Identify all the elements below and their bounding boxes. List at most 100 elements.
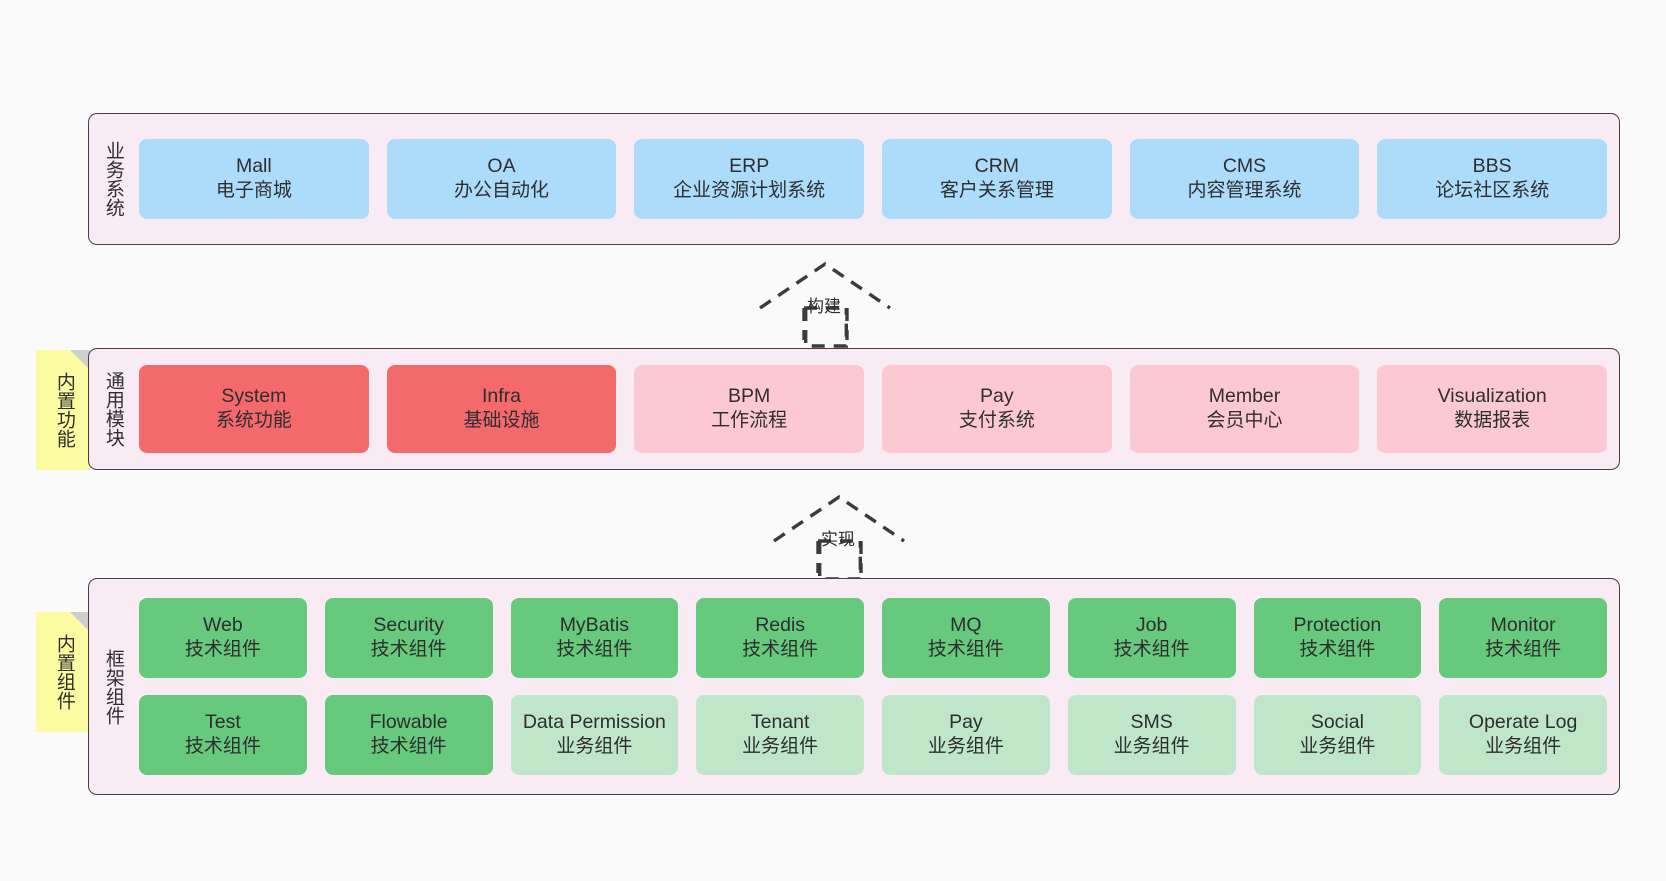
node-test-title: Test xyxy=(204,711,241,734)
node-crm[interactable]: CRM 客户关系管理 xyxy=(882,139,1112,219)
node-erp[interactable]: ERP 企业资源计划系统 xyxy=(634,139,865,219)
node-mybatis-subtitle: 技术组件 xyxy=(556,639,633,661)
node-protection[interactable]: Protection 技术组件 xyxy=(1253,598,1422,678)
layer-framework-component: 框架组件 Web 技术组件 Security 技术组件 MyBatis 技术组件 xyxy=(88,578,1620,795)
layer-body-business-system: Mall 电子商城 OA 办公自动化 ERP 企业资源计划系统 CRM 客户关系… xyxy=(133,114,1619,244)
node-pay-component-title: Pay xyxy=(949,711,983,734)
connector-build-tail-shape xyxy=(804,308,848,348)
connector-build-label: 构建 xyxy=(807,297,841,316)
node-member-title: Member xyxy=(1208,385,1281,408)
node-bpm-title: BPM xyxy=(728,385,771,408)
node-infra-subtitle: 基础设施 xyxy=(463,410,540,432)
node-web-subtitle: 技术组件 xyxy=(184,639,261,661)
layer-body-common-module: System 系统功能 Infra 基础设施 BPM 工作流程 Pay 支付系统… xyxy=(133,349,1619,469)
node-oa[interactable]: OA 办公自动化 xyxy=(386,139,617,219)
node-social-subtitle: 业务组件 xyxy=(1299,736,1376,758)
layer-business-system: 业务系统 Mall 电子商城 OA 办公自动化 ERP 企业资源计划系统 CRM xyxy=(88,113,1620,245)
node-mybatis-title: MyBatis xyxy=(559,614,630,637)
node-pay-component[interactable]: Pay 业务组件 xyxy=(882,695,1050,775)
connector-build-tail xyxy=(804,308,848,348)
node-data-permission[interactable]: Data Permission 业务组件 xyxy=(510,695,679,775)
node-mall[interactable]: Mall 电子商城 xyxy=(139,139,369,219)
node-bpm[interactable]: BPM 工作流程 xyxy=(634,365,865,453)
node-visualization[interactable]: Visualization 数据报表 xyxy=(1377,365,1608,453)
node-monitor[interactable]: Monitor 技术组件 xyxy=(1439,598,1607,678)
node-cms[interactable]: CMS 内容管理系统 xyxy=(1129,139,1360,219)
node-system[interactable]: System 系统功能 xyxy=(139,365,369,453)
common-module-row: System 系统功能 Infra 基础设施 BPM 工作流程 Pay 支付系统… xyxy=(139,365,1608,453)
node-infra[interactable]: Infra 基础设施 xyxy=(386,365,617,453)
node-bbs-title: BBS xyxy=(1472,155,1512,178)
node-mall-subtitle: 电子商城 xyxy=(215,180,292,202)
node-sms[interactable]: SMS 业务组件 xyxy=(1067,695,1236,775)
node-member[interactable]: Member 会员中心 xyxy=(1129,365,1360,453)
node-pay-module[interactable]: Pay 支付系统 xyxy=(882,365,1112,453)
node-operate-log[interactable]: Operate Log 业务组件 xyxy=(1439,695,1607,775)
node-flowable-subtitle: 技术组件 xyxy=(370,736,447,758)
node-bbs-subtitle: 论坛社区系统 xyxy=(1435,180,1550,202)
node-pay-module-title: Pay xyxy=(980,385,1014,408)
node-erp-title: ERP xyxy=(729,155,770,178)
business-system-row: Mall 电子商城 OA 办公自动化 ERP 企业资源计划系统 CRM 客户关系… xyxy=(139,139,1608,219)
node-mall-title: Mall xyxy=(235,155,272,178)
node-sms-subtitle: 业务组件 xyxy=(1113,736,1190,758)
node-bbs[interactable]: BBS 论坛社区系统 xyxy=(1377,139,1608,219)
note-fold-icon xyxy=(70,350,90,370)
layer-body-framework-component: Web 技术组件 Security 技术组件 MyBatis 技术组件 Redi… xyxy=(133,579,1619,794)
node-operate-log-subtitle: 业务组件 xyxy=(1485,736,1562,758)
layer-common-module: 通用模块 System 系统功能 Infra 基础设施 BPM 工作流程 Pay xyxy=(88,348,1620,470)
note-fold-icon xyxy=(70,612,90,632)
node-job-title: Job xyxy=(1135,614,1168,637)
framework-tech-row: Web 技术组件 Security 技术组件 MyBatis 技术组件 Redi… xyxy=(139,598,1607,678)
node-social-title: Social xyxy=(1310,711,1364,734)
connector-implement-label: 实现 xyxy=(821,530,855,549)
node-web[interactable]: Web 技术组件 xyxy=(139,598,307,678)
layer-title-common-module: 通用模块 xyxy=(102,371,124,447)
node-data-permission-title: Data Permission xyxy=(522,711,666,734)
node-visualization-subtitle: 数据报表 xyxy=(1454,410,1531,432)
node-member-subtitle: 会员中心 xyxy=(1206,410,1283,432)
node-mq-title: MQ xyxy=(950,614,982,637)
node-pay-module-subtitle: 支付系统 xyxy=(958,410,1035,432)
node-oa-subtitle: 办公自动化 xyxy=(454,180,550,202)
node-tenant-title: Tenant xyxy=(750,711,810,734)
node-social[interactable]: Social 业务组件 xyxy=(1253,695,1422,775)
note-builtin-component-text: 内置组件 xyxy=(53,634,75,710)
layer-title-business-system: 业务系统 xyxy=(102,141,124,217)
node-web-title: Web xyxy=(203,614,243,637)
node-security-title: Security xyxy=(373,614,444,637)
framework-business-row: Test 技术组件 Flowable 技术组件 Data Permission … xyxy=(139,695,1607,775)
node-test-subtitle: 技术组件 xyxy=(184,736,261,758)
node-protection-subtitle: 技术组件 xyxy=(1299,639,1376,661)
node-pay-component-subtitle: 业务组件 xyxy=(927,736,1004,758)
node-monitor-subtitle: 技术组件 xyxy=(1485,639,1562,661)
node-system-title: System xyxy=(221,385,287,408)
layer-title-framework-component: 框架组件 xyxy=(102,648,124,725)
node-system-subtitle: 系统功能 xyxy=(215,410,292,432)
node-sms-title: SMS xyxy=(1130,711,1173,734)
node-test[interactable]: Test 技术组件 xyxy=(139,695,307,775)
node-crm-subtitle: 客户关系管理 xyxy=(939,180,1054,202)
node-data-permission-subtitle: 业务组件 xyxy=(556,736,633,758)
node-security[interactable]: Security 技术组件 xyxy=(324,598,493,678)
connector-implement-tail-shape xyxy=(818,541,862,581)
node-job[interactable]: Job 技术组件 xyxy=(1067,598,1236,678)
node-mybatis[interactable]: MyBatis 技术组件 xyxy=(510,598,679,678)
node-redis-subtitle: 技术组件 xyxy=(742,639,819,661)
node-flowable[interactable]: Flowable 技术组件 xyxy=(324,695,493,775)
framework-component-rows: Web 技术组件 Security 技术组件 MyBatis 技术组件 Redi… xyxy=(139,598,1607,775)
node-erp-subtitle: 企业资源计划系统 xyxy=(673,180,826,202)
node-redis[interactable]: Redis 技术组件 xyxy=(696,598,864,678)
node-security-subtitle: 技术组件 xyxy=(370,639,447,661)
node-flowable-title: Flowable xyxy=(369,711,448,734)
node-monitor-title: Monitor xyxy=(1490,614,1556,637)
node-mq[interactable]: MQ 技术组件 xyxy=(882,598,1050,678)
node-protection-title: Protection xyxy=(1293,614,1382,637)
note-builtin-function: 内置功能 xyxy=(36,350,90,470)
node-oa-title: OA xyxy=(487,155,516,178)
connector-implement-tail xyxy=(818,541,862,581)
node-tenant[interactable]: Tenant 业务组件 xyxy=(696,695,864,775)
node-crm-title: CRM xyxy=(974,155,1020,178)
note-builtin-component: 内置组件 xyxy=(36,612,90,732)
